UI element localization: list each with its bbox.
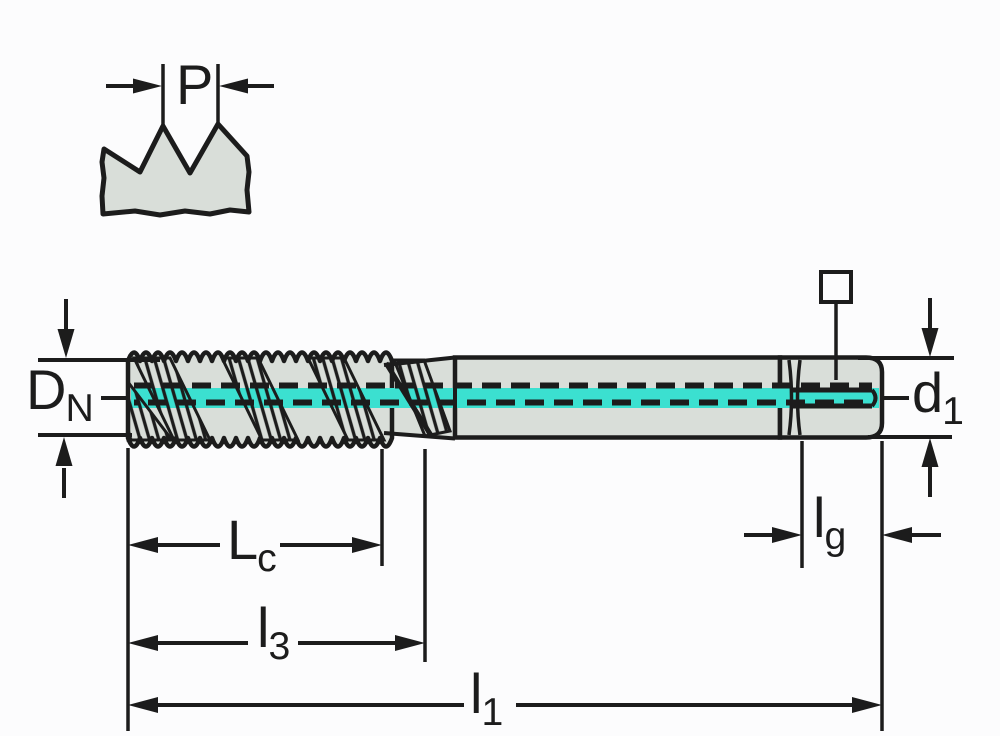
arrowhead <box>57 329 75 358</box>
nominal-diameter-dimension <box>38 299 160 498</box>
nominal-diameter-label-main: D <box>26 358 66 421</box>
chamfer-length-label: Lc <box>227 512 277 578</box>
overall-length-label: l1 <box>470 666 503 732</box>
square-length-label-sub: g <box>824 514 847 558</box>
flute-band <box>126 377 176 442</box>
pitch-label: P <box>176 57 213 113</box>
thread-length-label-sub: 3 <box>268 624 291 668</box>
arrowhead <box>55 437 73 466</box>
arrowhead <box>852 697 882 713</box>
thread-length-label-main: l <box>257 596 269 659</box>
arrowhead <box>921 328 939 357</box>
extension-lines <box>126 441 884 731</box>
thread-profile-shape <box>99 121 252 218</box>
arrowhead <box>133 78 162 94</box>
arrowhead <box>921 438 939 467</box>
square-end-details <box>787 359 878 436</box>
square-length-label: lg <box>813 490 846 556</box>
overall-length-label-main: l <box>470 662 482 725</box>
nominal-diameter-label: DN <box>26 362 94 428</box>
square-drive-symbol <box>819 270 853 380</box>
square-length-label-main: l <box>813 486 825 549</box>
nominal-diameter-label-sub: N <box>65 386 94 430</box>
arrowhead <box>219 78 248 94</box>
arrowhead <box>395 635 425 651</box>
chamfer-length-dimension <box>128 537 382 553</box>
square-icon <box>819 270 853 304</box>
arrowhead <box>352 537 382 553</box>
thread-profile-detail <box>99 64 274 218</box>
arrowhead <box>128 635 158 651</box>
chamfer-length-label-sub: c <box>257 536 277 580</box>
arrowhead <box>772 527 802 543</box>
flute-bands <box>126 356 453 442</box>
shank-diameter-dimension <box>858 298 954 497</box>
flute-band <box>305 356 387 442</box>
pitch-dimension <box>106 64 274 130</box>
teal-centerline-band <box>131 388 879 408</box>
overall-length-dimension <box>128 697 882 713</box>
flute-band <box>219 356 301 442</box>
thread-length-label: l3 <box>257 600 290 666</box>
arrowhead <box>128 537 158 553</box>
arrowhead <box>128 697 158 713</box>
arrowhead <box>882 527 912 543</box>
shank-diameter-label-sub: 1 <box>942 389 964 433</box>
shank-diameter-label: d1 <box>912 365 964 431</box>
pitch-label-main: P <box>176 53 213 116</box>
shank-diameter-label-main: d <box>912 361 943 424</box>
square-length-dimension <box>744 527 941 543</box>
chamfer-length-label-main: L <box>227 508 258 571</box>
tool-body <box>125 270 885 449</box>
transition-lines <box>383 355 457 441</box>
overall-length-label-sub: 1 <box>481 690 504 734</box>
thread-length-dimension <box>128 635 425 651</box>
